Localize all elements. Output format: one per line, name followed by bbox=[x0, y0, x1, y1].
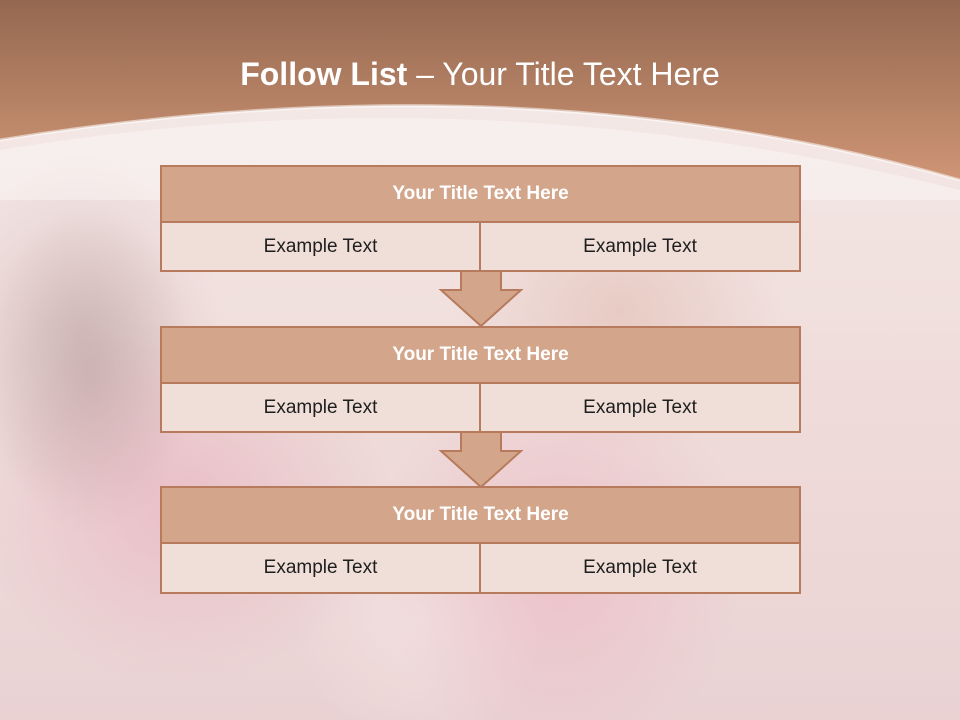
down-arrow-icon bbox=[438, 270, 524, 328]
block-title: Your Title Text Here bbox=[160, 165, 801, 223]
block-cell-left: Example Text bbox=[160, 382, 481, 433]
table-block-1: Your Title Text Here Example Text Exampl… bbox=[160, 165, 801, 272]
block-cell-left: Example Text bbox=[160, 221, 481, 272]
block-cell-right: Example Text bbox=[479, 382, 801, 433]
table-block-2: Your Title Text Here Example Text Exampl… bbox=[160, 326, 801, 433]
block-title: Your Title Text Here bbox=[160, 326, 801, 384]
block-title: Your Title Text Here bbox=[160, 486, 801, 544]
slide-title: Follow List – Your Title Text Here bbox=[0, 56, 960, 93]
block-cell-left: Example Text bbox=[160, 542, 481, 594]
block-cell-right: Example Text bbox=[479, 221, 801, 272]
table-block-3: Your Title Text Here Example Text Exampl… bbox=[160, 486, 801, 594]
block-cell-right: Example Text bbox=[479, 542, 801, 594]
slide-title-rest: – Your Title Text Here bbox=[407, 56, 720, 92]
slide-title-bold: Follow List bbox=[240, 56, 408, 92]
down-arrow-icon bbox=[438, 431, 524, 489]
